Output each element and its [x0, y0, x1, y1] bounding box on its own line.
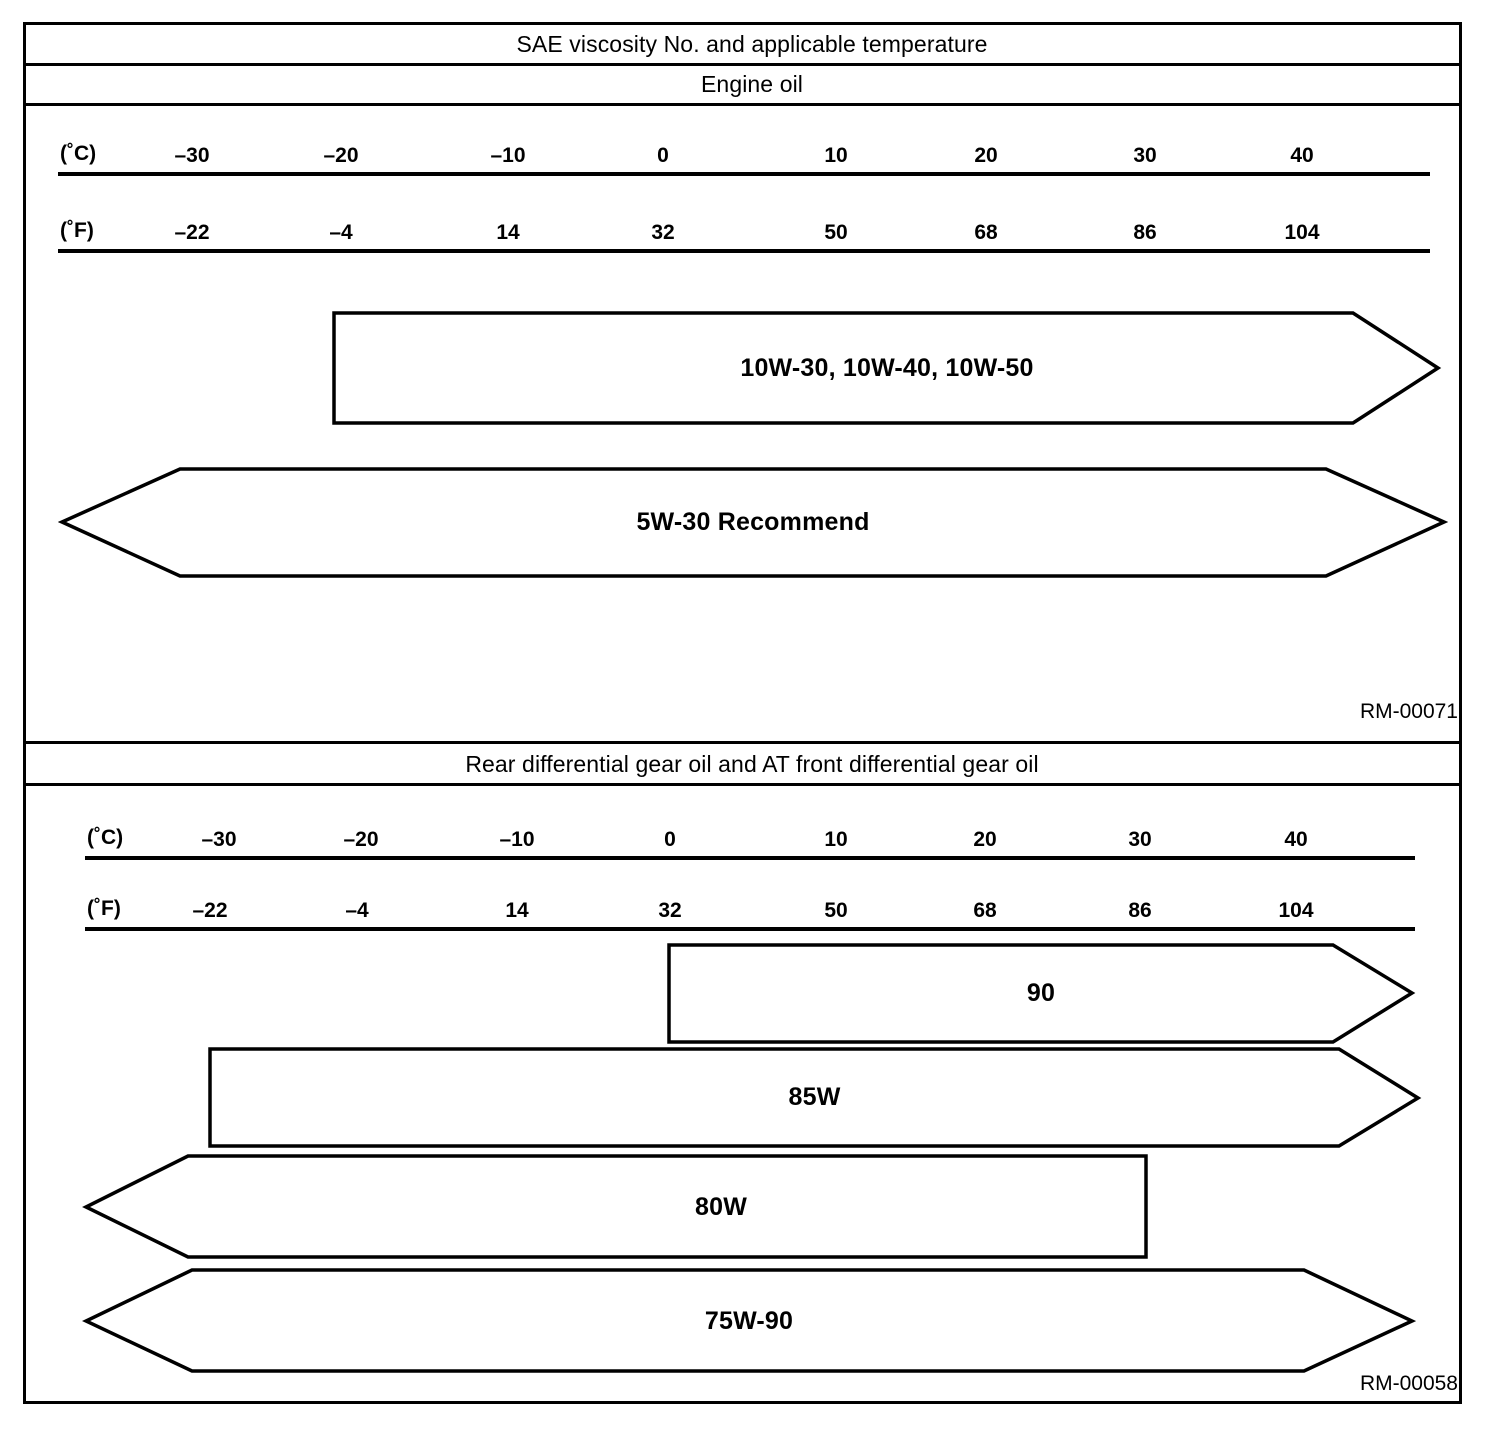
celsius-unit-label-1: (˚C) — [60, 142, 97, 165]
fahrenheit-tick-1-5: 68 — [974, 221, 998, 244]
section-2-code: RM-00058 — [1359, 1372, 1458, 1395]
celsius-tick-2-2: –10 — [499, 828, 535, 851]
celsius-tick-1-2: –10 — [490, 144, 526, 167]
celsius-tick-2-1: –20 — [343, 828, 379, 851]
section-1-code: RM-00071 — [1359, 700, 1458, 723]
fahrenheit-tick-2-6: 86 — [1128, 899, 1152, 922]
diagram-title: SAE viscosity No. and applicable tempera… — [516, 31, 988, 57]
celsius-tick-2-5: 20 — [973, 828, 997, 851]
section-1-heading: Engine oil — [700, 71, 804, 97]
fahrenheit-tick-1-6: 86 — [1133, 221, 1157, 244]
celsius-tick-2-0: –30 — [201, 828, 237, 851]
celsius-axis-line-1 — [58, 172, 1430, 176]
celsius-tick-1-4: 10 — [824, 144, 848, 167]
fahrenheit-tick-2-4: 50 — [824, 899, 848, 922]
celsius-tick-2-4: 10 — [824, 828, 848, 851]
celsius-tick-2-3: 0 — [664, 828, 676, 851]
celsius-unit-label-2: (˚C) — [87, 826, 124, 849]
celsius-tick-1-0: –30 — [174, 144, 210, 167]
section-2-heading-divider — [23, 783, 1462, 786]
celsius-tick-2-6: 30 — [1128, 828, 1152, 851]
gear-oil-band-85w: 85W — [207, 1045, 1422, 1150]
gear-oil-band-80w: 80W — [82, 1152, 1150, 1262]
title-divider — [23, 63, 1462, 66]
section-1-heading-divider — [23, 103, 1462, 106]
fahrenheit-tick-1-4: 50 — [824, 221, 848, 244]
celsius-tick-1-1: –20 — [323, 144, 359, 167]
celsius-tick-1-3: 0 — [657, 144, 669, 167]
viscosity-band-10w: 10W-30, 10W-40, 10W-50 — [331, 308, 1443, 428]
fahrenheit-tick-1-2: 14 — [496, 221, 520, 244]
fahrenheit-tick-2-0: –22 — [192, 899, 228, 922]
celsius-axis-line-2 — [85, 856, 1415, 860]
fahrenheit-unit-label-1: (˚F) — [60, 219, 94, 242]
section-2-heading: Rear differential gear oil and AT front … — [465, 751, 1039, 777]
celsius-tick-2-7: 40 — [1284, 828, 1308, 851]
viscosity-band-5w30: 5W-30 Recommend — [58, 465, 1448, 580]
gear-oil-band-75w90: 75W-90 — [82, 1266, 1416, 1376]
fahrenheit-tick-2-1: –4 — [345, 899, 369, 922]
diagram-frame — [23, 22, 1462, 1404]
fahrenheit-tick-1-1: –4 — [329, 221, 353, 244]
fahrenheit-tick-2-2: 14 — [505, 899, 529, 922]
celsius-tick-1-7: 40 — [1290, 144, 1314, 167]
fahrenheit-tick-2-7: 104 — [1278, 899, 1314, 922]
section-2-top-divider — [23, 741, 1462, 744]
fahrenheit-unit-label-2: (˚F) — [87, 897, 121, 920]
celsius-tick-1-5: 20 — [974, 144, 998, 167]
gear-oil-band-90: 90 — [666, 941, 1416, 1046]
fahrenheit-axis-line-2 — [85, 927, 1415, 931]
celsius-tick-1-6: 30 — [1133, 144, 1157, 167]
fahrenheit-tick-1-0: –22 — [174, 221, 210, 244]
fahrenheit-tick-2-3: 32 — [658, 899, 682, 922]
fahrenheit-tick-1-3: 32 — [651, 221, 675, 244]
fahrenheit-tick-2-5: 68 — [973, 899, 997, 922]
fahrenheit-tick-1-7: 104 — [1284, 221, 1320, 244]
fahrenheit-axis-line-1 — [58, 249, 1430, 253]
